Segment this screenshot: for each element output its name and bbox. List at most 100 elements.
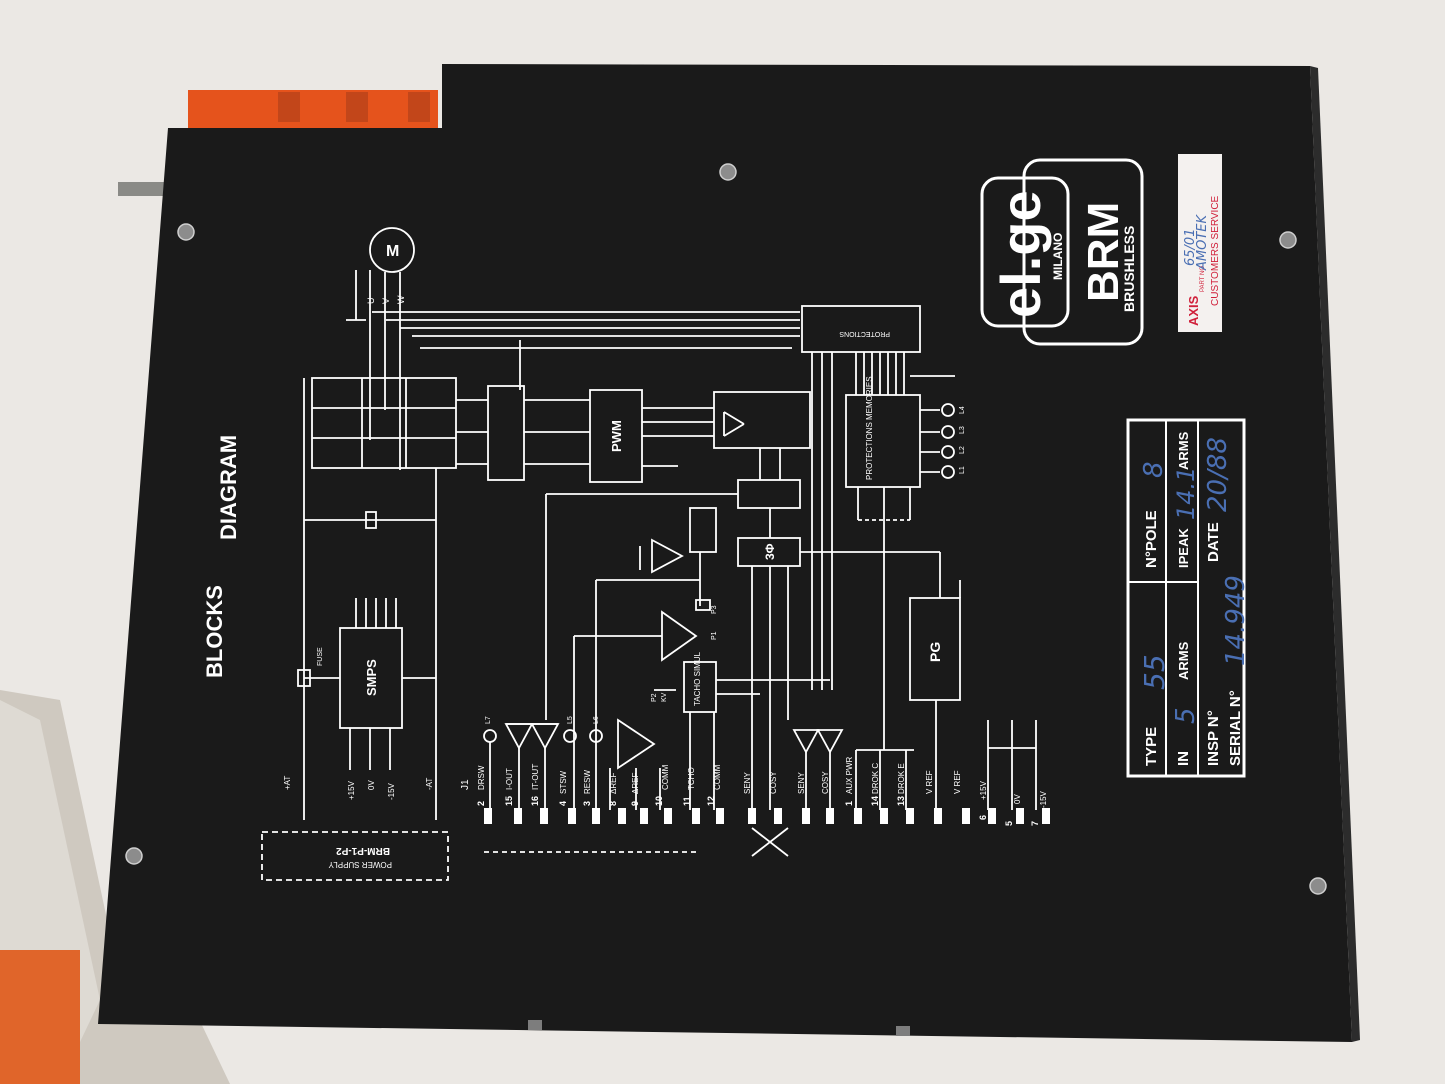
panel-screws [125, 163, 1327, 895]
terminal-label: IT-OUT [531, 764, 540, 790]
diagram-title-line2: DIAGRAM [216, 435, 241, 540]
terminal-num: 6 [978, 815, 988, 820]
service-sticker: AXIS PART NO 65/01 AMOTEK CUSTOMERS SERV… [1178, 154, 1222, 332]
smps-label: SMPS [364, 659, 379, 696]
sticker-part-value: 65/01 [1183, 229, 1198, 266]
type-value: 55 [1138, 654, 1171, 690]
motor-label: M [386, 243, 399, 260]
bottom-standoffs [528, 1020, 910, 1036]
terminal-label: RESW [583, 770, 592, 794]
diagram-labels: M U V W PWM PROTECTIONS PROTECTIONS MEMO… [283, 243, 966, 869]
terminal-label: COMM [713, 764, 722, 790]
orange-connector-left [0, 950, 80, 1084]
terminal-label: COMM [661, 764, 670, 790]
tacho-label: TACHO SIMUL [693, 651, 702, 706]
terminal-label: AUX PWR [845, 756, 854, 794]
product-subtitle: BRUSHLESS [1121, 226, 1137, 312]
ipeak-value: 14.1 [1172, 467, 1200, 520]
terminal-num: 12 [706, 796, 716, 806]
ipeak-label: IPEAK [1176, 528, 1191, 568]
terminal-label: DRSW [477, 765, 486, 790]
pole-value: 8 [1139, 461, 1169, 478]
protections-memories-label: PROTECTIONS MEMORIES [865, 376, 874, 480]
phase-v: V [381, 298, 391, 304]
in-unit: ARMS [1176, 641, 1191, 680]
terminal-label: SENY [743, 772, 752, 794]
sticker-part-label: PART NO [1200, 266, 1206, 292]
terminal-num: 8 [608, 801, 618, 806]
product-name: BRM [1079, 202, 1128, 302]
terminal-label: ΔREF [609, 773, 618, 794]
fuse-label: FUSE [317, 647, 324, 666]
terminal-pins [484, 808, 1050, 824]
connector-j1: J1 [460, 779, 471, 790]
terminal-screw [346, 92, 368, 122]
protections-label: PROTECTIONS [839, 330, 890, 337]
terminal-num: 9 [630, 801, 640, 806]
terminal-num: 5 [1004, 821, 1014, 826]
led-l3: L3 [959, 426, 966, 434]
power-supply-box-line1: BRM-P1-P2 [336, 845, 390, 856]
in-label: IN [1175, 751, 1192, 766]
pg-label: PG [927, 642, 943, 662]
terminal-label: ΔREF [631, 773, 640, 794]
type-label: TYPE [1143, 727, 1160, 766]
led-l1: L1 [959, 466, 966, 474]
led-l6: L6 [593, 716, 600, 724]
phase-u: U [366, 298, 376, 305]
three-phase-label: 3Φ [763, 543, 777, 560]
insp-label: INSP N° [1205, 710, 1222, 766]
trim-p1: P1 [711, 631, 718, 640]
sticker-dept: CUSTOMERS SERVICE [1210, 195, 1221, 306]
supply-minus-at: -AT [425, 778, 434, 790]
terminal-label: DROK C [871, 763, 880, 794]
terminal-screw [408, 92, 430, 122]
pole-label: N°POLE [1143, 510, 1160, 568]
terminal-labels: 2 DRSW 15 I-OUT 16 IT-OUT 4 STSW 3 RESW … [476, 756, 1048, 826]
terminal-num: 10 [654, 796, 664, 806]
brand-logo: el.ge MILANO BRM BRUSHLESS [980, 158, 1144, 346]
in-value: 5 [1171, 707, 1201, 724]
trim-kv: KV [661, 692, 668, 702]
panel-body [98, 64, 1352, 1042]
terminal-label: 0V [1013, 794, 1022, 804]
serial-label: SERIAL N° [1227, 690, 1244, 766]
terminal-label: COSY [769, 771, 778, 794]
block-diagram [261, 227, 1037, 881]
terminal-label: STSW [559, 770, 568, 794]
terminal-num: 14 [870, 796, 880, 806]
led-l2: L2 [959, 446, 966, 454]
sticker-company: AXIS [1186, 295, 1201, 326]
supply-minus15: -15V [387, 782, 396, 800]
date-value: 20/88 [1203, 437, 1233, 512]
sticker-part-name: AMOTEK [1195, 214, 1210, 271]
date-label: DATE [1205, 522, 1222, 562]
terminal-label: V REF [925, 770, 934, 794]
led-l7: L7 [485, 716, 492, 724]
panel-edge [1310, 66, 1360, 1042]
terminal-num: 1 [844, 801, 854, 806]
ipeak-unit: ARMS [1176, 431, 1191, 470]
terminal-num: 3 [582, 801, 592, 806]
serial-value: 14.949 [1221, 575, 1251, 666]
rating-plate: TYPE 55 N°POLE 8 IN 5 ARMS IPEAK 14.1 AR… [1126, 418, 1251, 778]
terminal-num: 16 [530, 796, 540, 806]
terminal-label: +15V [979, 780, 988, 800]
trim-p3: P3 [711, 605, 718, 614]
terminal-label: DROK E [897, 763, 906, 794]
terminal-screw [278, 92, 300, 122]
terminal-label: SENY [797, 772, 806, 794]
terminal-label: COSY [821, 771, 830, 794]
terminal-label: -15V [1039, 790, 1048, 808]
supply-plus15: +15V [347, 780, 356, 800]
terminal-label: V REF [953, 770, 962, 794]
supply-plus-at: +AT [283, 776, 292, 790]
terminal-label: TCHO [687, 767, 696, 790]
led-l4: L4 [959, 406, 966, 414]
diagram-title-line1: BLOCKS [202, 585, 227, 678]
terminal-num: 2 [476, 801, 486, 806]
logo-city: MILANO [1051, 233, 1065, 280]
logo-text: el.ge [989, 190, 1052, 318]
terminal-label: I-OUT [505, 768, 514, 790]
